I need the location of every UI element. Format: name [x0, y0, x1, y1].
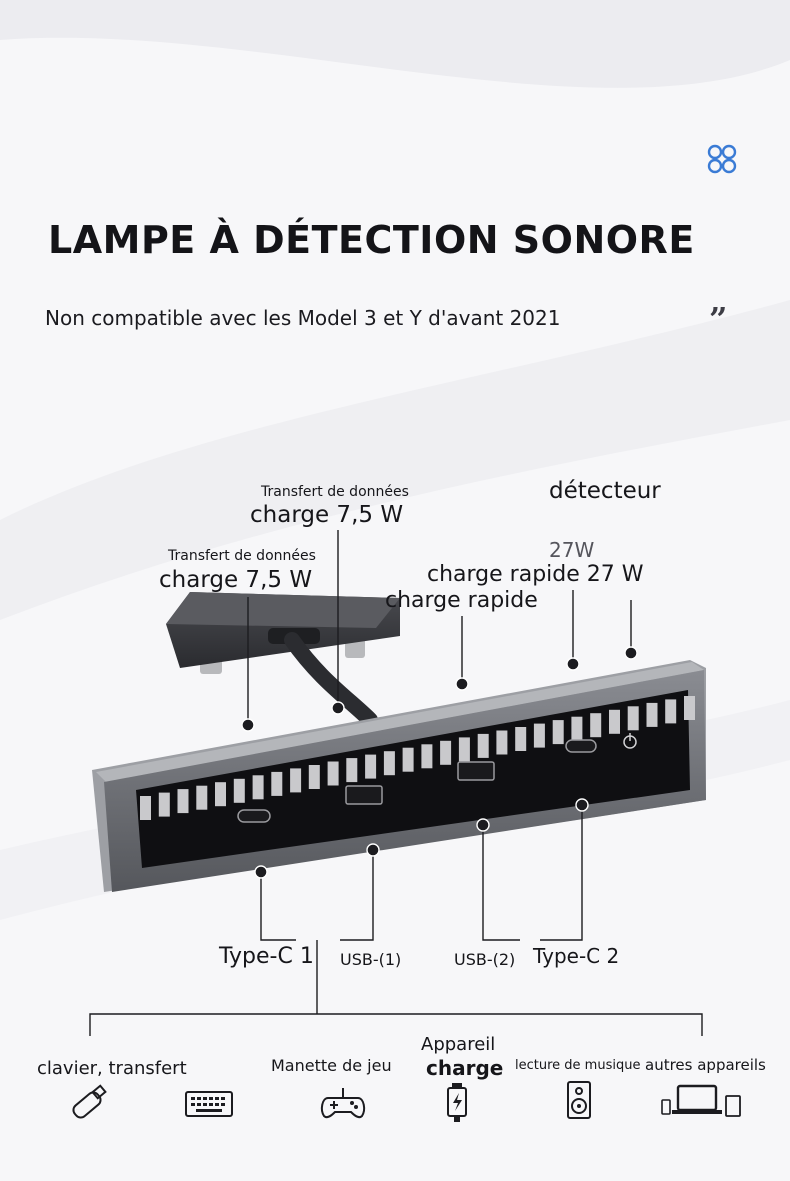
- led-segment: [215, 782, 226, 807]
- lamp-body: [92, 660, 706, 892]
- category-gamepad: Manette de jeu: [271, 1056, 392, 1075]
- speaker-icon: [567, 1081, 591, 1119]
- led-segment: [533, 723, 545, 748]
- led-segment: [308, 765, 320, 789]
- category-music: lecture de musique: [515, 1058, 641, 1073]
- led-segment: [383, 751, 395, 776]
- page-title: LAMPE À DÉTECTION SONORE: [48, 218, 695, 262]
- led-segment: [552, 720, 564, 745]
- led-segment: [196, 785, 208, 810]
- led-segment: [421, 744, 433, 769]
- led-segment: [327, 761, 339, 786]
- keyboard-icon: [185, 1091, 233, 1117]
- led-segment: [177, 789, 189, 814]
- led-segment: [496, 730, 508, 755]
- led-segment: [440, 740, 452, 765]
- led-segment: [477, 733, 489, 758]
- callout-data-transfer-1: Transfert de données: [261, 484, 409, 500]
- callout-data-transfer-2: Transfert de données: [168, 548, 316, 564]
- led-segment: [515, 727, 527, 751]
- led-segment: [140, 796, 151, 820]
- callout-detector: détecteur: [549, 478, 661, 504]
- led-segment: [158, 792, 170, 817]
- callout-27w: 27W: [549, 538, 595, 562]
- port-usb-1: USB-(1): [340, 950, 402, 969]
- leader-lines: [89, 530, 703, 1036]
- ports-graphics: [237, 733, 637, 823]
- app-grid-icon[interactable]: [704, 141, 740, 177]
- callout-fast-27w: charge rapide 27 W: [427, 562, 644, 587]
- port-typec-2: Type-C 2: [533, 944, 620, 968]
- category-keyboard: clavier, transfert: [37, 1058, 187, 1079]
- led-segment: [346, 758, 358, 783]
- charger-icon: [447, 1083, 467, 1122]
- led-segment: [233, 778, 245, 803]
- led-segment: [665, 699, 677, 724]
- port-typec-1: Type-C 1: [219, 944, 314, 969]
- led-segment: [252, 775, 264, 800]
- led-segment: [271, 771, 283, 796]
- led-segment: [571, 716, 583, 741]
- callout-charge-1: charge 7,5 W: [250, 502, 404, 528]
- led-segment: [590, 713, 602, 738]
- mount-bracket: [166, 592, 400, 674]
- gamepad-icon: [320, 1088, 366, 1119]
- compatibility-note: Non compatible avec les Model 3 et Y d'a…: [45, 306, 561, 330]
- callout-dots: [241, 646, 638, 879]
- led-segment: [646, 702, 658, 727]
- led-segment: [627, 706, 639, 731]
- callout-charge-2: charge 7,5 W: [159, 567, 313, 593]
- callout-fast: charge rapide: [385, 588, 538, 613]
- category-charge: charge: [426, 1056, 504, 1080]
- category-other: autres appareils: [645, 1056, 766, 1074]
- led-segment: [609, 709, 620, 734]
- led-segment: [684, 696, 695, 720]
- quote-icon: ”: [709, 300, 728, 338]
- usb-stick-icon: [72, 1084, 107, 1119]
- led-segment: [290, 768, 302, 793]
- led-segment: [402, 747, 414, 772]
- port-usb-2: USB-(2): [454, 950, 516, 969]
- led-segment: [458, 737, 470, 762]
- led-strip: [140, 696, 695, 820]
- devices-icon: [661, 1084, 741, 1117]
- led-segment: [365, 754, 377, 779]
- category-device: Appareil: [421, 1034, 496, 1055]
